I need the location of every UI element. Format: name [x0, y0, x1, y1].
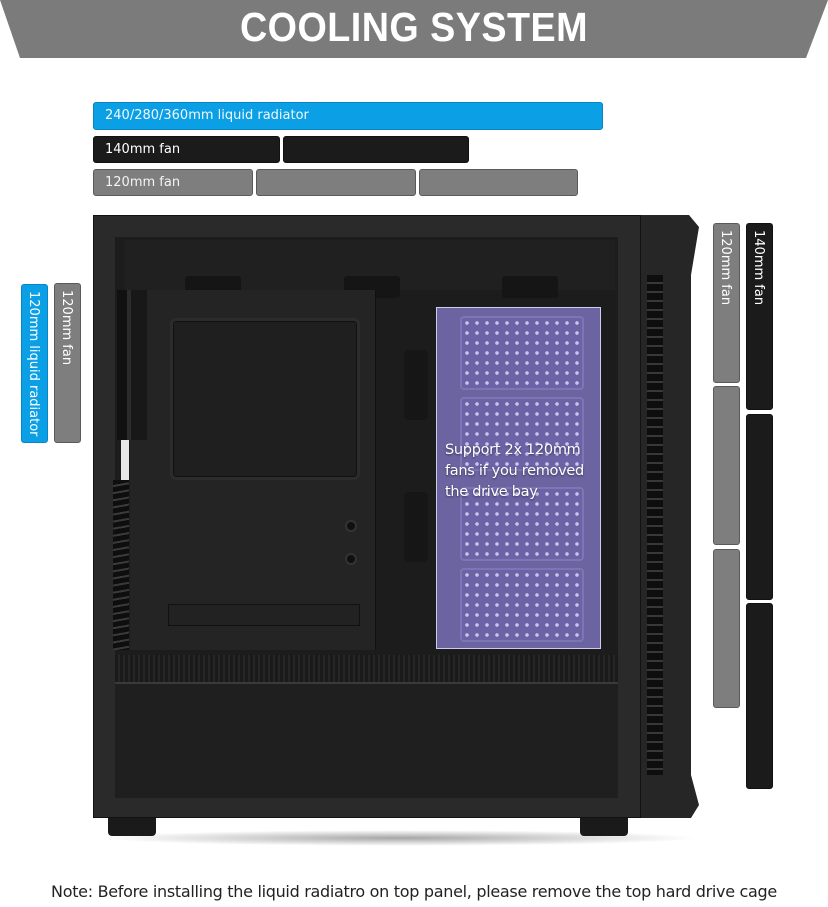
rear-120-fan-bar: 120mm fan	[54, 283, 81, 443]
page-title: COOLING SYSTEM	[239, 4, 589, 50]
cpu-cutout	[170, 318, 360, 480]
rear-radiator-label: 120mm liquid radiator	[26, 291, 41, 437]
top-140-fan-slot-2	[283, 136, 469, 163]
front-120-fan-slot-1: 120mm fan	[713, 223, 740, 383]
front-vent	[647, 275, 663, 775]
psu-shroud	[115, 682, 618, 798]
drive-tray-2	[460, 397, 584, 471]
case-foot-right	[580, 818, 628, 836]
top-cutout-3	[502, 276, 558, 298]
top-120-fan-label: 120mm fan	[105, 175, 181, 190]
standoff-hole-2	[345, 553, 357, 565]
expansion-slots	[113, 480, 129, 650]
rear-fan	[117, 290, 147, 440]
front-120-fan-label: 120mm fan	[718, 230, 733, 306]
top-120-fan-slot-3	[419, 169, 578, 196]
top-radiator-label: 240/280/360mm liquid radiator	[105, 108, 309, 123]
drive-bay-note: Support 2x 120mm fans if you removed the…	[445, 442, 584, 500]
front-140-fan-slot-2	[746, 414, 773, 600]
drive-tray-1	[460, 316, 584, 390]
rear-radiator-bar: 120mm liquid radiator	[21, 284, 48, 443]
bottom-mesh	[115, 655, 618, 682]
rear-io-light	[121, 440, 129, 480]
top-120-fan-slot-1: 120mm fan	[93, 169, 253, 196]
front-140-fan-slot-1: 140mm fan	[746, 223, 773, 410]
top-120-fan-slot-2	[256, 169, 416, 196]
front-140-fan-label: 140mm fan	[751, 230, 766, 306]
front-140-fan-slot-3	[746, 603, 773, 789]
rear-120-fan-label: 120mm fan	[59, 290, 74, 366]
grommet-2	[404, 492, 428, 562]
header-banner	[0, 0, 828, 58]
installation-note: Note: Before installing the liquid radia…	[51, 882, 777, 901]
grommet-1	[404, 350, 428, 420]
cable-cutout	[168, 604, 360, 626]
case-foot-left	[108, 818, 156, 836]
top-radiator-bar: 240/280/360mm liquid radiator	[93, 102, 603, 130]
top-140-fan-label: 140mm fan	[105, 142, 181, 157]
standoff-hole-1	[345, 520, 357, 532]
drive-tray-4	[460, 568, 584, 642]
front-120-fan-slot-3	[713, 549, 740, 708]
drive-tray-3	[460, 487, 584, 561]
top-140-fan-slot-1: 140mm fan	[93, 136, 280, 163]
case-shadow	[100, 830, 700, 846]
front-120-fan-slot-2	[713, 386, 740, 545]
